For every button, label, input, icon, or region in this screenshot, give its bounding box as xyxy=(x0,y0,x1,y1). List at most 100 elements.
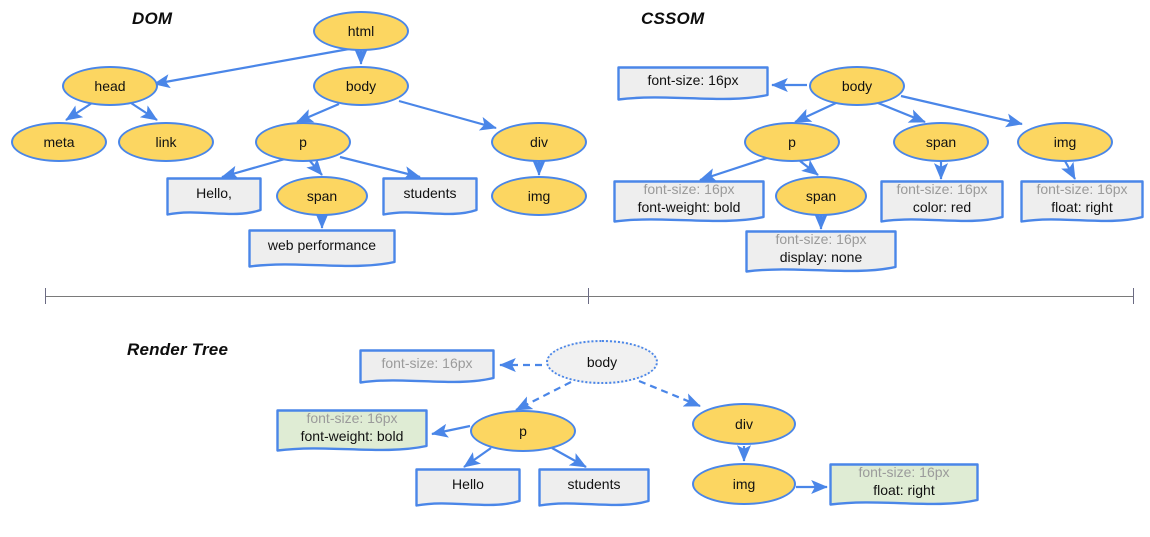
box-line: font-size: 16px xyxy=(1036,181,1128,198)
box-shape xyxy=(359,349,495,384)
node-label: div xyxy=(735,416,753,432)
box-line: font-size: 16px xyxy=(896,181,988,198)
node-render-r-img[interactable]: img xyxy=(692,463,796,505)
box-text: font-size: 16px xyxy=(617,66,769,102)
edge-dom-p-to-students xyxy=(339,155,421,180)
edge-render-r-body-to-r-div xyxy=(638,379,701,408)
box-shape xyxy=(538,468,650,507)
node-label: p xyxy=(519,423,527,439)
box-render-rb-stud[interactable]: students xyxy=(538,468,650,508)
box-shape xyxy=(613,180,765,223)
box-shape xyxy=(248,229,396,268)
section-title-render: Render Tree xyxy=(127,340,229,359)
box-line: font-size: 16px xyxy=(858,464,950,481)
node-label: div xyxy=(530,134,548,150)
edge-render-r-body-to-r-p xyxy=(515,381,572,411)
box-line: float: right xyxy=(1051,198,1113,215)
box-dom-webperf[interactable]: web performance xyxy=(248,229,396,269)
divider-tick-0 xyxy=(45,288,46,304)
edge-cssom-c-p-to-cb-p xyxy=(699,155,771,182)
box-line: color: red xyxy=(912,198,972,215)
box-line: font-weight: bold xyxy=(637,198,741,215)
edge-render-r-p-to-rb-hello xyxy=(463,447,492,468)
box-line: font-size: 16px xyxy=(643,181,735,198)
node-label: meta xyxy=(43,134,75,150)
box-line: Hello xyxy=(452,475,484,492)
box-shape xyxy=(276,409,428,452)
node-cssom-c-span2[interactable]: span xyxy=(775,176,867,216)
node-dom-img[interactable]: img xyxy=(491,176,587,216)
box-line: font-size: 16px xyxy=(381,354,473,371)
box-shape xyxy=(829,463,979,506)
node-cssom-c-p[interactable]: p xyxy=(744,122,840,162)
node-label: img xyxy=(1053,134,1077,150)
box-shape xyxy=(415,468,521,507)
edge-render-r-p-to-rb-p xyxy=(431,423,471,438)
box-line: font-size: 16px xyxy=(775,231,867,248)
box-shape xyxy=(880,180,1004,223)
node-render-r-div[interactable]: div xyxy=(692,403,796,445)
node-dom-p[interactable]: p xyxy=(255,122,351,162)
box-line: font-weight: bold xyxy=(300,427,404,444)
box-render-rb-body[interactable]: font-size: 16px xyxy=(359,349,495,385)
edge-dom-head-to-meta xyxy=(65,102,93,121)
node-dom-html[interactable]: html xyxy=(313,11,409,51)
edge-cssom-c-body-to-c-p xyxy=(794,102,837,123)
node-label: body xyxy=(841,78,873,94)
edge-cssom-c-img-to-cb-img xyxy=(1061,160,1076,180)
box-line: students xyxy=(567,475,621,492)
box-shape xyxy=(745,230,897,273)
box-shape xyxy=(382,177,478,216)
box-text: Hello xyxy=(415,468,521,508)
node-dom-head[interactable]: head xyxy=(62,66,158,106)
node-render-r-p[interactable]: p xyxy=(470,410,576,452)
node-render-r-body[interactable]: body xyxy=(546,340,658,384)
box-dom-students[interactable]: students xyxy=(382,177,478,217)
divider-tick-2 xyxy=(1133,288,1134,304)
box-render-rb-hello[interactable]: Hello xyxy=(415,468,521,508)
node-label: head xyxy=(94,78,126,94)
node-cssom-c-span1[interactable]: span xyxy=(893,122,989,162)
node-label: p xyxy=(788,134,796,150)
section-title-dom: DOM xyxy=(132,9,173,28)
box-line: Hello, xyxy=(196,184,232,201)
section-divider xyxy=(45,296,1133,297)
divider-tick-1 xyxy=(588,288,589,304)
node-label: body xyxy=(345,78,377,94)
box-line: web performance xyxy=(267,236,377,253)
node-dom-link[interactable]: link xyxy=(118,122,214,162)
box-cssom-cb-body[interactable]: font-size: 16px xyxy=(617,66,769,102)
node-dom-meta[interactable]: meta xyxy=(11,122,107,162)
node-dom-body[interactable]: body xyxy=(313,66,409,106)
edge-cssom-c-p-to-c-span2 xyxy=(799,159,819,176)
box-line: float: right xyxy=(873,481,935,498)
node-cssom-c-img[interactable]: img xyxy=(1017,122,1113,162)
box-dom-hello[interactable]: Hello, xyxy=(166,177,262,217)
node-cssom-c-body[interactable]: body xyxy=(809,66,905,106)
box-shape xyxy=(617,66,769,101)
edge-dom-head-to-link xyxy=(130,102,158,121)
box-text: students xyxy=(382,177,478,217)
edge-dom-p-to-span xyxy=(306,158,323,176)
node-dom-div[interactable]: div xyxy=(491,122,587,162)
node-label: link xyxy=(155,134,177,150)
node-label: html xyxy=(347,23,375,39)
node-dom-span[interactable]: span xyxy=(276,176,368,216)
edge-dom-p-to-hello xyxy=(221,157,286,180)
node-label: span xyxy=(306,188,338,204)
node-label: img xyxy=(732,476,756,492)
box-text: students xyxy=(538,468,650,508)
box-text: font-size: 16px xyxy=(359,349,495,385)
